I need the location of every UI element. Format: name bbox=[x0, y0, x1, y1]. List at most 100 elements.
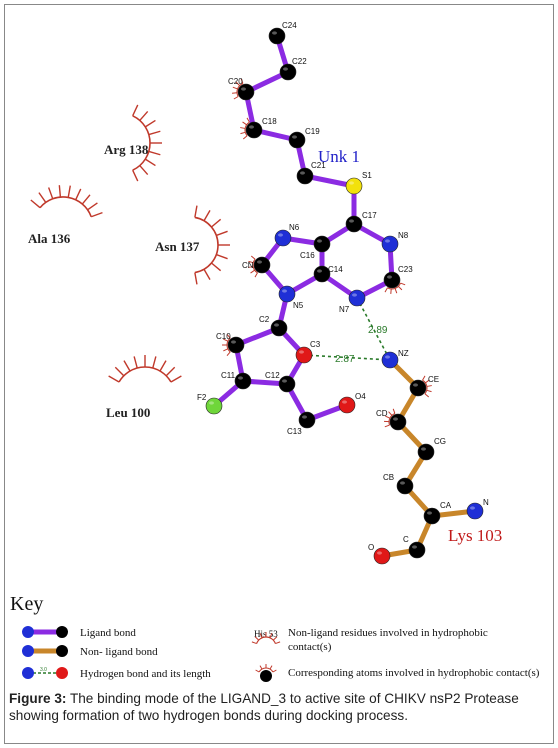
caption-label: Figure 3: bbox=[9, 691, 67, 706]
contact-tick bbox=[248, 266, 254, 268]
atom-label-n5: N5 bbox=[293, 301, 304, 310]
atom-c22 bbox=[279, 63, 297, 81]
contact-tick bbox=[132, 169, 139, 182]
contact-tick bbox=[232, 86, 238, 90]
atom-highlight bbox=[317, 239, 322, 243]
contact-tick bbox=[255, 669, 260, 673]
residue-label-unk1: Unk 1 bbox=[318, 147, 360, 166]
atom-highlight bbox=[282, 289, 287, 293]
atom-highlight bbox=[241, 87, 246, 91]
residue-label-lys103: Lys 103 bbox=[448, 526, 502, 545]
atom-highlight bbox=[282, 379, 287, 383]
hbond-line bbox=[303, 354, 391, 361]
contact-tick bbox=[385, 415, 391, 419]
atom-c11 bbox=[234, 372, 252, 390]
contact-tick bbox=[235, 81, 240, 86]
key-nonligand-bond-label: Non- ligand bond bbox=[80, 646, 158, 658]
atom-nz bbox=[381, 351, 399, 369]
atom-c23 bbox=[383, 271, 401, 289]
key-hbond-sample: 3.0 bbox=[22, 667, 68, 679]
atom-label-cg: CG bbox=[434, 437, 446, 446]
contact-tick bbox=[240, 131, 246, 135]
contact-arc bbox=[132, 115, 151, 171]
atom-highlight bbox=[393, 417, 398, 421]
contact-tick bbox=[254, 272, 258, 278]
key-nonligand-residues-line2: contact(s) bbox=[288, 641, 332, 653]
contact-tick bbox=[240, 78, 244, 84]
key-ligand-bond-label: Ligand bond bbox=[80, 627, 136, 639]
contact-tick bbox=[108, 375, 120, 383]
contact-tick bbox=[269, 665, 273, 670]
atom-label-c21: C21 bbox=[311, 161, 326, 170]
contact-tick bbox=[210, 218, 222, 228]
contact-arc bbox=[422, 379, 428, 395]
hbond-length-label: 2.87 bbox=[335, 354, 355, 365]
contact-arc bbox=[244, 121, 250, 137]
contact-tick bbox=[226, 351, 231, 357]
contact-tick bbox=[210, 262, 222, 272]
contact-tick bbox=[251, 641, 257, 645]
arc-ala136 bbox=[30, 185, 103, 218]
hbond-layer: 2.892.87 bbox=[303, 297, 391, 365]
atom-highlight bbox=[274, 323, 279, 327]
contact-arc bbox=[388, 413, 396, 426]
contact-tick bbox=[170, 375, 182, 383]
atom-c24 bbox=[268, 27, 286, 45]
contact-tick bbox=[133, 356, 138, 369]
atom-highlight bbox=[317, 269, 322, 273]
atom-label-c2: C2 bbox=[259, 315, 270, 324]
key-atom-contact-ticks bbox=[255, 664, 277, 673]
atom-c12 bbox=[278, 375, 296, 393]
contact-tick bbox=[159, 360, 167, 372]
atom-label-c: C bbox=[403, 535, 409, 544]
atom-c2 bbox=[270, 319, 288, 337]
arc-leu100 bbox=[108, 355, 182, 383]
atom-highlight bbox=[209, 401, 214, 405]
contact-tick bbox=[259, 665, 263, 670]
atom-ce bbox=[409, 379, 427, 397]
atom-highlight bbox=[231, 340, 236, 344]
key-corresponding-atoms-label: Corresponding atoms involved in hydropho… bbox=[288, 667, 540, 679]
residue-label-arg138: Arg 138 bbox=[104, 142, 149, 157]
contact-tick bbox=[203, 268, 211, 280]
key-title: Key bbox=[10, 593, 43, 615]
atom-o4 bbox=[338, 396, 356, 414]
contact-tick bbox=[233, 96, 239, 100]
contact-tick bbox=[254, 636, 260, 641]
contact-tick bbox=[132, 104, 139, 117]
atom-highlight bbox=[385, 239, 390, 243]
atom-n6 bbox=[274, 229, 292, 247]
atom-highlight bbox=[387, 275, 392, 279]
atom-highlight bbox=[413, 383, 418, 387]
atom-label-c13: C13 bbox=[287, 427, 302, 436]
contact-tick bbox=[250, 269, 255, 274]
atom-c21 bbox=[296, 167, 314, 185]
atom-ca bbox=[423, 507, 441, 525]
atom-highlight bbox=[299, 350, 304, 354]
atom-label-c18: C18 bbox=[262, 117, 277, 126]
contact-tick bbox=[30, 199, 41, 209]
atom-f2 bbox=[205, 397, 223, 415]
contact-tick bbox=[216, 230, 228, 237]
atom-label-nz: NZ bbox=[398, 349, 409, 358]
atom-n7 bbox=[348, 289, 366, 307]
contact-tick bbox=[259, 633, 263, 639]
atom-label-f2: F2 bbox=[197, 393, 207, 402]
atom-label-c16: C16 bbox=[300, 251, 315, 260]
residue-label-asn137: Asn 137 bbox=[155, 239, 200, 254]
atom-label-c24: C24 bbox=[282, 21, 297, 30]
contact-tick bbox=[388, 411, 393, 416]
atom-c14 bbox=[313, 265, 331, 283]
contact-tick bbox=[242, 135, 248, 140]
contact-tick bbox=[422, 375, 426, 381]
residue-label-ala136: Ala 136 bbox=[28, 231, 71, 246]
contact-tick bbox=[58, 185, 62, 198]
contact-tick bbox=[223, 348, 229, 352]
atom-c bbox=[408, 541, 426, 559]
key-hbond-label: Hydrogen bond and its length bbox=[80, 668, 211, 680]
key-nonligand-bond-sample bbox=[22, 645, 68, 657]
atom-label-n7: N7 bbox=[339, 305, 350, 314]
atom-label-n6: N6 bbox=[289, 223, 300, 232]
atom-highlight bbox=[470, 506, 475, 510]
